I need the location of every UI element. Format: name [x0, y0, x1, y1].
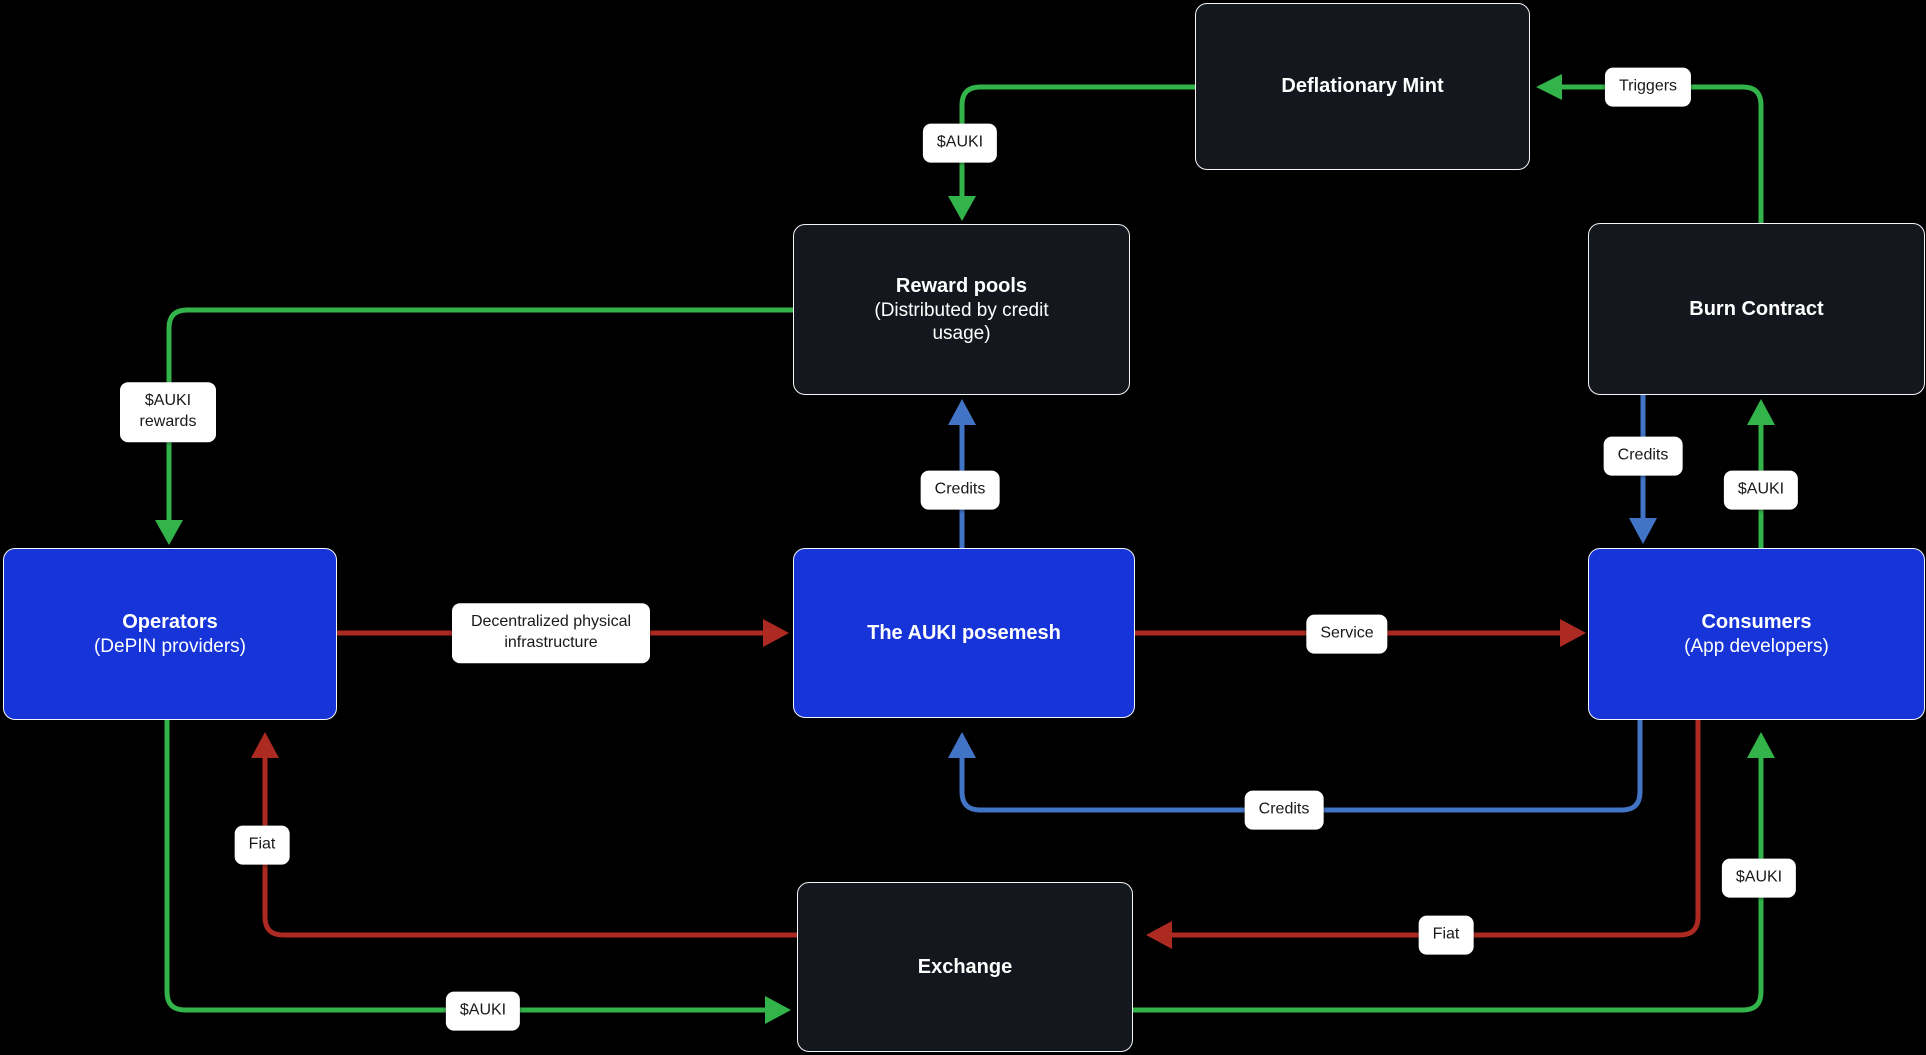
node-title: Deflationary Mint [1281, 75, 1444, 98]
node-title: Reward pools [895, 275, 1028, 298]
node-exchange: Exchange [797, 882, 1133, 1052]
node-auki-posemesh: The AUKI posemesh [793, 548, 1135, 718]
node-burn-contract: Burn Contract [1588, 223, 1925, 395]
node-deflationary-mint: Deflationary Mint [1195, 3, 1530, 170]
edge-label-auki-operators-to-exchange: $AUKI [445, 991, 521, 1031]
edge-label-auki-exchange-to-consumers: $AUKI [1721, 858, 1797, 898]
edge-label-credits-burn-to-consumers: Credits [1603, 436, 1683, 476]
edge-label-decentralized-physical-infrastructure: Decentralized physical infrastructure [452, 603, 650, 663]
node-subtitle: (Distributed by credit usage) [874, 299, 1049, 344]
node-title: Burn Contract [1689, 297, 1824, 320]
edge-label-triggers: Triggers [1604, 67, 1692, 107]
edge-exchange-to-consumers [1133, 732, 1775, 1013]
node-operators: Operators (DePIN providers) [3, 548, 337, 720]
edge-label-credits-posemesh-to-rewards: Credits [920, 470, 1000, 510]
edge-deflationary-mint-to-reward-pools [948, 84, 1195, 221]
node-title: The AUKI posemesh [867, 621, 1061, 644]
node-subtitle: (App developers) [1684, 635, 1829, 657]
edge-consumers-to-exchange [1146, 720, 1701, 949]
edge-exchange-to-operators [251, 732, 797, 938]
edge-label-auki-mint-to-rewards: $AUKI [922, 123, 998, 163]
node-subtitle: (DePIN providers) [93, 635, 247, 657]
edge-reward-pools-to-operators [155, 307, 793, 545]
node-title: Consumers [1701, 611, 1812, 634]
edge-label-auki-consumers-to-burn: $AUKI [1723, 470, 1799, 510]
edge-operators-to-exchange [164, 720, 791, 1024]
node-consumers: Consumers (App developers) [1588, 548, 1925, 720]
edge-label-service: Service [1306, 614, 1388, 654]
edge-label-fiat-consumers-to-exchange: Fiat [1418, 915, 1474, 955]
edge-label-auki-rewards: $AUKI rewards [120, 382, 216, 442]
edge-label-fiat-exchange-to-operators: Fiat [234, 825, 290, 865]
edge-label-credits-consumers-to-posemesh: Credits [1244, 790, 1324, 830]
node-title: Exchange [917, 955, 1013, 978]
edge-burn-contract-to-deflationary-mint [1536, 74, 1764, 223]
node-title: Operators [122, 611, 218, 634]
node-reward-pools: Reward pools (Distributed by credit usag… [793, 224, 1130, 395]
